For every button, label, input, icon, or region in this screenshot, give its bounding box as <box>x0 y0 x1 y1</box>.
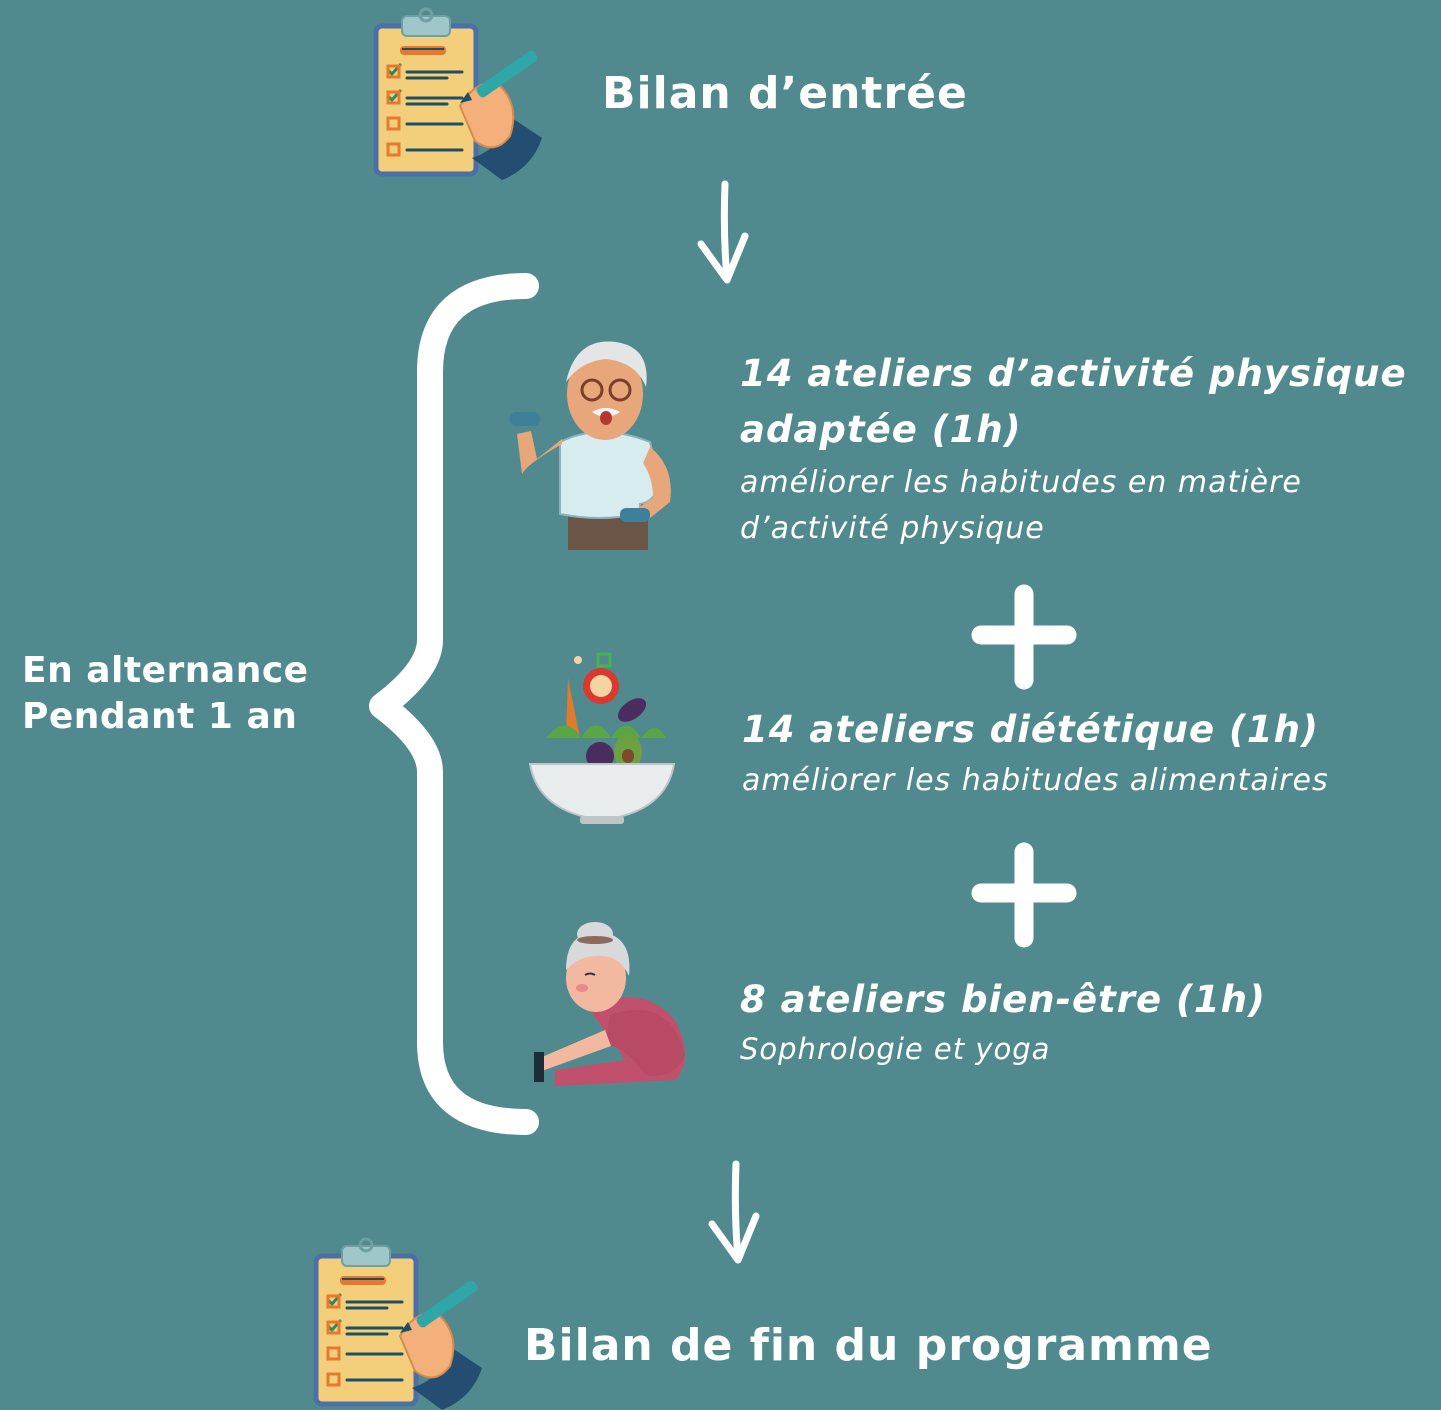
clipboard-checklist-icon <box>312 1237 487 1410</box>
item-title-line1: 14 ateliers d’activité physique <box>740 352 1407 395</box>
elderly-woman-stretching-icon <box>530 920 695 1088</box>
side-label: En alternance Pendant 1 an <box>22 648 309 740</box>
plus-icon <box>971 842 1077 948</box>
item-title-line1: 14 ateliers diététique (1h) <box>742 708 1319 751</box>
item-desc-line1: améliorer les habitudes en matière <box>740 465 1302 500</box>
elderly-man-dumbbells-icon <box>500 332 690 552</box>
item-diet: 14 ateliers diététique (1h) améliorer le… <box>742 702 1329 804</box>
item-desc-line2: d’activité physique <box>740 511 1045 546</box>
item-desc-line1: Sophrologie et yoga <box>740 1032 1051 1066</box>
item-title-line1: 8 ateliers bien-être (1h) <box>740 978 1266 1021</box>
item-activity: 14 ateliers d’activité physique adaptée … <box>740 346 1407 552</box>
clipboard-checklist-icon <box>372 7 547 180</box>
side-label-line2: Pendant 1 an <box>22 696 298 737</box>
curly-brace <box>360 272 550 1142</box>
item-desc-line1: améliorer les habitudes alimentaires <box>742 763 1329 798</box>
item-title-line2: adaptée (1h) <box>740 408 1022 451</box>
plus-icon <box>971 584 1077 690</box>
salad-bowl-icon <box>528 648 678 828</box>
arrow-down-icon <box>706 1158 766 1268</box>
entry-title: Bilan d’entrée <box>602 68 968 119</box>
end-title: Bilan de fin du programme <box>524 1320 1213 1371</box>
item-wellbeing: 8 ateliers bien-être (1h) Sophrologie et… <box>740 972 1266 1072</box>
arrow-down-icon <box>695 178 755 288</box>
side-label-line1: En alternance <box>22 650 309 691</box>
